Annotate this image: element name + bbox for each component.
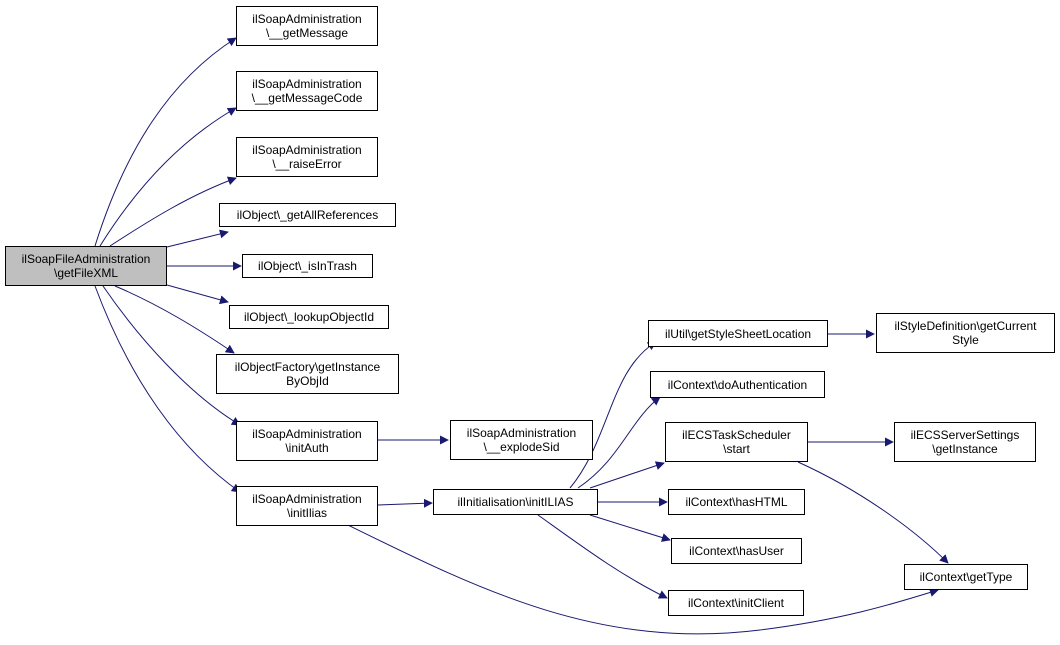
- edge-root-to-raise-error: [109, 176, 237, 247]
- node-label: ilSoapAdministration: [252, 143, 362, 157]
- node-label: ilUtil\getStyleSheetLocation: [664, 326, 812, 341]
- edge-root-to-get-all-references: [166, 229, 229, 248]
- node-root-get-file-xml: ilSoapFileAdministration \getFileXML: [5, 246, 167, 286]
- edge-root-to-init-auth: [102, 285, 241, 426]
- node-get-type[interactable]: ilContext\getType: [904, 564, 1028, 590]
- node-has-html[interactable]: ilContext\hasHTML: [668, 489, 805, 515]
- node-init-client[interactable]: ilContext\initClient: [668, 590, 804, 616]
- node-label: ilContext\doAuthentication: [667, 377, 808, 392]
- node-label: \__explodeSid: [483, 440, 560, 454]
- node-label: ilECSServerSettings: [910, 428, 1020, 442]
- node-label: ilContext\hasHTML: [685, 495, 788, 509]
- edge-root-to-get-message-code: [99, 107, 237, 247]
- edge-ecs-task-scheduler-to-get-type: [797, 461, 949, 564]
- edge-init-ilias-to-ecs-task-scheduler: [589, 461, 665, 489]
- edge-init-ilias-soap-to-init-ilias: [377, 498, 433, 508]
- edge-init-ilias-to-style-sheet-location: [569, 341, 657, 489]
- node-label: ilContext\hasUser: [689, 544, 784, 558]
- edge-root-to-init-ilias-soap: [94, 285, 241, 493]
- node-label: \initAuth: [285, 441, 329, 455]
- node-init-auth[interactable]: ilSoapAdministration \initAuth: [236, 421, 378, 461]
- node-label: \getFileXML: [53, 266, 119, 280]
- node-label: \start: [723, 442, 750, 456]
- node-get-message-code[interactable]: ilSoapAdministration \__getMessageCode: [236, 71, 378, 111]
- edge-root-to-get-message: [94, 37, 237, 247]
- node-label: ilECSTaskScheduler: [682, 428, 791, 442]
- node-label: ilContext\getType: [919, 570, 1013, 584]
- node-get-all-references[interactable]: ilObject\_getAllReferences: [219, 203, 396, 227]
- node-explode-sid[interactable]: ilSoapAdministration \__explodeSid: [450, 420, 593, 460]
- edge-root-to-object-factory: [114, 285, 235, 354]
- node-label: \initIlias: [286, 506, 327, 520]
- node-style-definition[interactable]: ilStyleDefinition\getCurrent Style: [876, 313, 1055, 353]
- node-label: \__getMessage: [265, 26, 349, 40]
- node-label: ilSoapAdministration: [252, 12, 362, 26]
- node-do-authentication[interactable]: ilContext\doAuthentication: [650, 371, 825, 398]
- edge-init-ilias-to-do-authentication: [577, 396, 661, 489]
- node-label: ilSoapAdministration: [252, 492, 362, 506]
- edge-init-ilias-to-has-user: [589, 514, 671, 542]
- node-label: ilSoapAdministration: [252, 427, 362, 441]
- node-ecs-server-settings[interactable]: ilECSServerSettings \getInstance: [894, 422, 1036, 462]
- node-get-message[interactable]: ilSoapAdministration \__getMessage: [236, 6, 378, 46]
- node-label: ilObjectFactory\getInstance: [234, 360, 381, 374]
- node-init-ilias-soap[interactable]: ilSoapAdministration \initIlias: [236, 486, 378, 526]
- node-lookup-object-id[interactable]: ilObject\_lookupObjectId: [229, 305, 389, 329]
- node-label: ilStyleDefinition\getCurrent: [894, 319, 1037, 333]
- node-label: ilSoapAdministration: [466, 426, 577, 440]
- edge-root-to-lookup-object-id: [166, 284, 229, 305]
- node-label: ilSoapFileAdministration: [21, 252, 151, 266]
- node-label: ilInitialisation\initILIAS: [457, 495, 574, 509]
- node-ecs-task-scheduler[interactable]: ilECSTaskScheduler \start: [665, 422, 808, 462]
- node-label: ilObject\_isInTrash: [258, 259, 357, 273]
- node-is-in-trash[interactable]: ilObject\_isInTrash: [242, 254, 373, 278]
- node-label: ilSoapAdministration: [252, 77, 362, 91]
- node-label: Style: [952, 333, 979, 347]
- node-has-user[interactable]: ilContext\hasUser: [671, 538, 802, 564]
- node-object-factory[interactable]: ilObjectFactory\getInstance ByObjId: [216, 354, 399, 394]
- node-init-ilias[interactable]: ilInitialisation\initILIAS: [433, 489, 598, 515]
- edge-init-ilias-soap-to-get-type: [347, 524, 939, 635]
- node-label: ilObject\_getAllReferences: [236, 208, 379, 222]
- node-style-sheet-location[interactable]: ilUtil\getStyleSheetLocation: [648, 320, 828, 347]
- node-label: \__getMessageCode: [251, 91, 363, 105]
- node-label: ByObjId: [286, 374, 329, 388]
- edge-init-ilias-to-init-client: [537, 514, 668, 599]
- node-label: ilObject\_lookupObjectId: [243, 310, 375, 324]
- node-label: \getInstance: [932, 442, 998, 456]
- node-raise-error[interactable]: ilSoapAdministration \__raiseError: [236, 137, 378, 177]
- node-label: \__raiseError: [272, 157, 342, 171]
- node-label: ilContext\initClient: [687, 596, 785, 610]
